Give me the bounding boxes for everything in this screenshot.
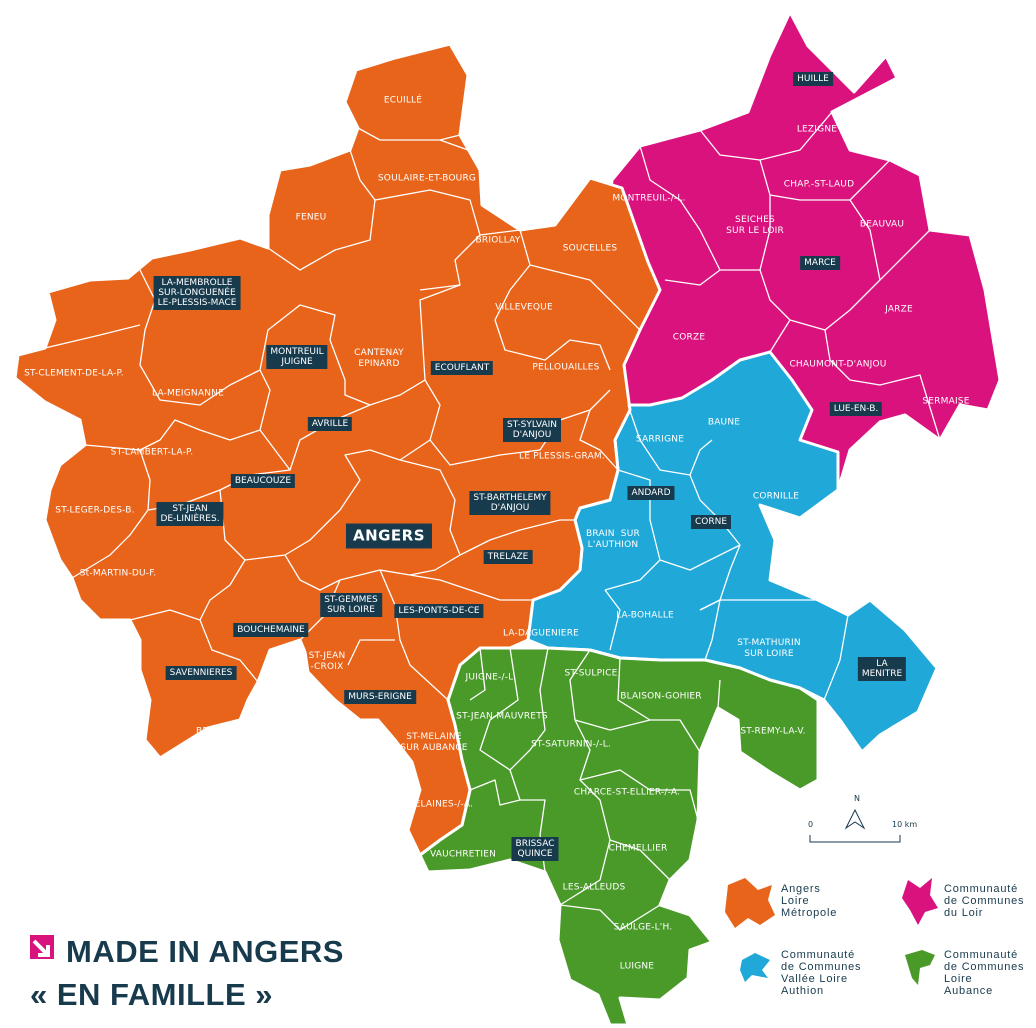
commune-label-cantenay: CANTENAY EPINARD bbox=[354, 348, 404, 369]
brand-line-1: MADE IN ANGERS bbox=[66, 934, 344, 969]
region-angers-loire-metropole bbox=[13, 42, 662, 857]
commune-box-st-sylvain: ST-SYLVAIN D'ANJOU bbox=[503, 418, 561, 442]
region-cc-loire-aubance bbox=[418, 646, 820, 1027]
city-label-angers: ANGERS bbox=[345, 523, 433, 549]
brand-arrow-spacer bbox=[30, 940, 54, 964]
commune-box-lue-en-b: LUE-EN-B. bbox=[829, 402, 883, 416]
commune-box-avrille: AVRILLE bbox=[307, 417, 353, 431]
commune-label-montreuil-l: MONTREUIL-/-L. bbox=[612, 193, 686, 204]
commune-box-murs-erigne: MURS-ERIGNE bbox=[344, 690, 416, 704]
legend-icon-cc-la bbox=[905, 950, 935, 985]
commune-label-la-daguenieres: LA-DAGUENIERE bbox=[502, 628, 580, 639]
commune-box-ecouflant: ECOUFLANT bbox=[430, 361, 494, 375]
commune-label-beauvau: BEAUVAU bbox=[859, 219, 905, 230]
commune-box-la-menitre: LA MENITRE bbox=[857, 657, 907, 681]
commune-box-st-jean-linieres: ST-JEAN DE-LINIÈRES. bbox=[156, 502, 224, 526]
commune-box-st-barthelemy: ST-BARTHELEMY D'ANJOU bbox=[469, 491, 551, 515]
commune-borders bbox=[44, 111, 941, 931]
brand-line-2: « EN FAMILLE » bbox=[30, 977, 273, 1012]
scale-end-label: 10 km bbox=[892, 820, 918, 829]
commune-box-les-ponts: LES-PONTS-DE-CE bbox=[394, 604, 484, 618]
commune-label-soucelles: SOUCELLES bbox=[562, 243, 618, 254]
commune-label-chemellier: CHEMELLIER bbox=[608, 843, 668, 854]
commune-label-st-martin: St-MARTIN-DU-F. bbox=[79, 568, 157, 579]
commune-label-st-mathurin: ST-MATHURIN SUR LOIRE bbox=[737, 638, 801, 659]
scale-bar bbox=[809, 808, 901, 843]
commune-label-baune: BAUNE bbox=[707, 417, 741, 428]
legend-label-cc-loir: Communauté de Communes du Loir bbox=[944, 883, 1025, 919]
commune-box-beaucouze: BEAUCOUZE bbox=[230, 474, 296, 488]
brand-headline: MADE IN ANGERS « EN FAMILLE » bbox=[30, 935, 344, 1015]
commune-label-charce: CHARCE-ST-ELLIER-/-A. bbox=[573, 787, 681, 798]
commune-label-st-saturnin: ST-SATURNIN-/-L. bbox=[530, 739, 612, 750]
commune-label-st-melaine: ST-MELAINE SUR AUBANCE bbox=[400, 732, 468, 753]
commune-label-st-lambert: ST-LAMBERT-LA-P. bbox=[110, 447, 194, 458]
commune-label-blaison: BLAISON-GOHIER bbox=[620, 691, 702, 702]
commune-label-feneu: FENEU bbox=[295, 212, 327, 223]
commune-label-luigne: LUIGNE bbox=[619, 961, 655, 972]
legend-icon-alm bbox=[725, 878, 775, 928]
commune-box-bouchemaine: BOUCHEMAINE bbox=[233, 623, 309, 637]
commune-label-brain: BRAIN SUR L'AUTHION bbox=[586, 529, 640, 550]
commune-label-ecuille: ECUILLÉ bbox=[383, 95, 423, 106]
commune-label-chaumont: CHAUMONT-D'ANJOU bbox=[789, 359, 887, 370]
commune-box-trelaze: TRELAZE bbox=[483, 550, 533, 564]
commune-label-cornille: CORNILLE bbox=[752, 491, 800, 502]
commune-box-montreuil-juigne: MONTREUIL JUIGNE bbox=[266, 345, 328, 369]
commune-label-st-jean-mauvrets: ST-JEAN-MAUVRETS bbox=[456, 711, 548, 722]
legend-label-cc-la: Communauté de Communes Loire Aubance bbox=[944, 949, 1025, 997]
commune-box-st-gemmes: ST-GEMMES SUR LOIRE bbox=[320, 593, 382, 617]
commune-label-jarze: JARZE bbox=[885, 304, 913, 315]
commune-label-vauchretien: VAUCHRETIEN bbox=[429, 849, 497, 860]
north-label: N bbox=[854, 794, 860, 803]
commune-label-la-meignanne: LA-MEIGNANNE bbox=[152, 388, 224, 399]
commune-label-corze: CORZE bbox=[672, 332, 706, 343]
commune-box-brissac: BRISSAC QUINCE bbox=[511, 837, 559, 861]
commune-label-st-clement: ST-CLEMENT-DE-LA-P. bbox=[24, 368, 124, 379]
commune-label-st-sulpice: ST-SULPICE bbox=[564, 668, 618, 679]
commune-box-corne: CORNE bbox=[690, 515, 732, 529]
legend-icon-cc-loir bbox=[902, 878, 938, 925]
commune-label-soulaire: SOULAIRE-ET-BOURG bbox=[377, 173, 477, 184]
scale-start-label: 0 bbox=[808, 820, 814, 829]
commune-label-lezigne: LEZIGNE bbox=[796, 124, 838, 135]
legend-label-alm: Angers Loire Métropole bbox=[781, 883, 838, 919]
commune-label-briollay: BRIOLLAY bbox=[475, 235, 521, 246]
commune-label-st-remy: ST-REMY-LA-V. bbox=[740, 726, 806, 737]
commune-label-sarrigne: SARRIGNE bbox=[635, 434, 685, 445]
commune-label-pellouailles: PELLOUAILLES bbox=[532, 362, 600, 373]
commune-label-behuard: BEHUARD bbox=[196, 726, 242, 737]
commune-label-le-plessis-gram: LE PLESSIS-GRAM. bbox=[519, 451, 605, 462]
legend-label-cc-vla: Communauté de Communes Vallée Loire Auth… bbox=[781, 949, 862, 997]
commune-label-st-leger: ST-LEGER-DES-B. bbox=[55, 505, 135, 516]
commune-box-membrolle: LA-MEMBROLLE SUR-LONGUENÉE LE-PLESSIS-MA… bbox=[153, 276, 241, 310]
commune-box-andard: ANDARD bbox=[627, 486, 675, 500]
commune-label-saulge: SAULGE-L'H. bbox=[613, 922, 673, 933]
commune-label-chap-st-laud: CHAP.-ST-LAUD bbox=[783, 179, 855, 190]
commune-label-la-bohalle: LA-BOHALLE bbox=[616, 610, 674, 621]
commune-label-sermaise: SERMAISE bbox=[922, 396, 970, 407]
commune-box-savennieres: SAVENNIERES bbox=[165, 666, 237, 680]
commune-label-villeveque: VILLEVEQUE bbox=[495, 302, 553, 313]
legend-icon-cc-vla bbox=[740, 953, 770, 982]
commune-label-seiches: SEICHES SUR LE LOIR bbox=[726, 215, 784, 236]
scale-legend: N 0 10 km bbox=[808, 794, 938, 844]
commune-label-juigne: JUIGNE-/-L. bbox=[465, 672, 517, 683]
commune-label-mozelaines: MOZELAINES-/-A. bbox=[392, 799, 474, 810]
commune-box-marce: MARCE bbox=[800, 256, 840, 270]
brand-arrow-icon bbox=[30, 935, 54, 959]
commune-label-les-alleuds: LES-ALLEUDS bbox=[562, 882, 626, 893]
commune-label-st-jean-croix: ST-JEAN -CROIX bbox=[308, 651, 346, 672]
commune-box-huille: HUILLE bbox=[793, 72, 833, 86]
